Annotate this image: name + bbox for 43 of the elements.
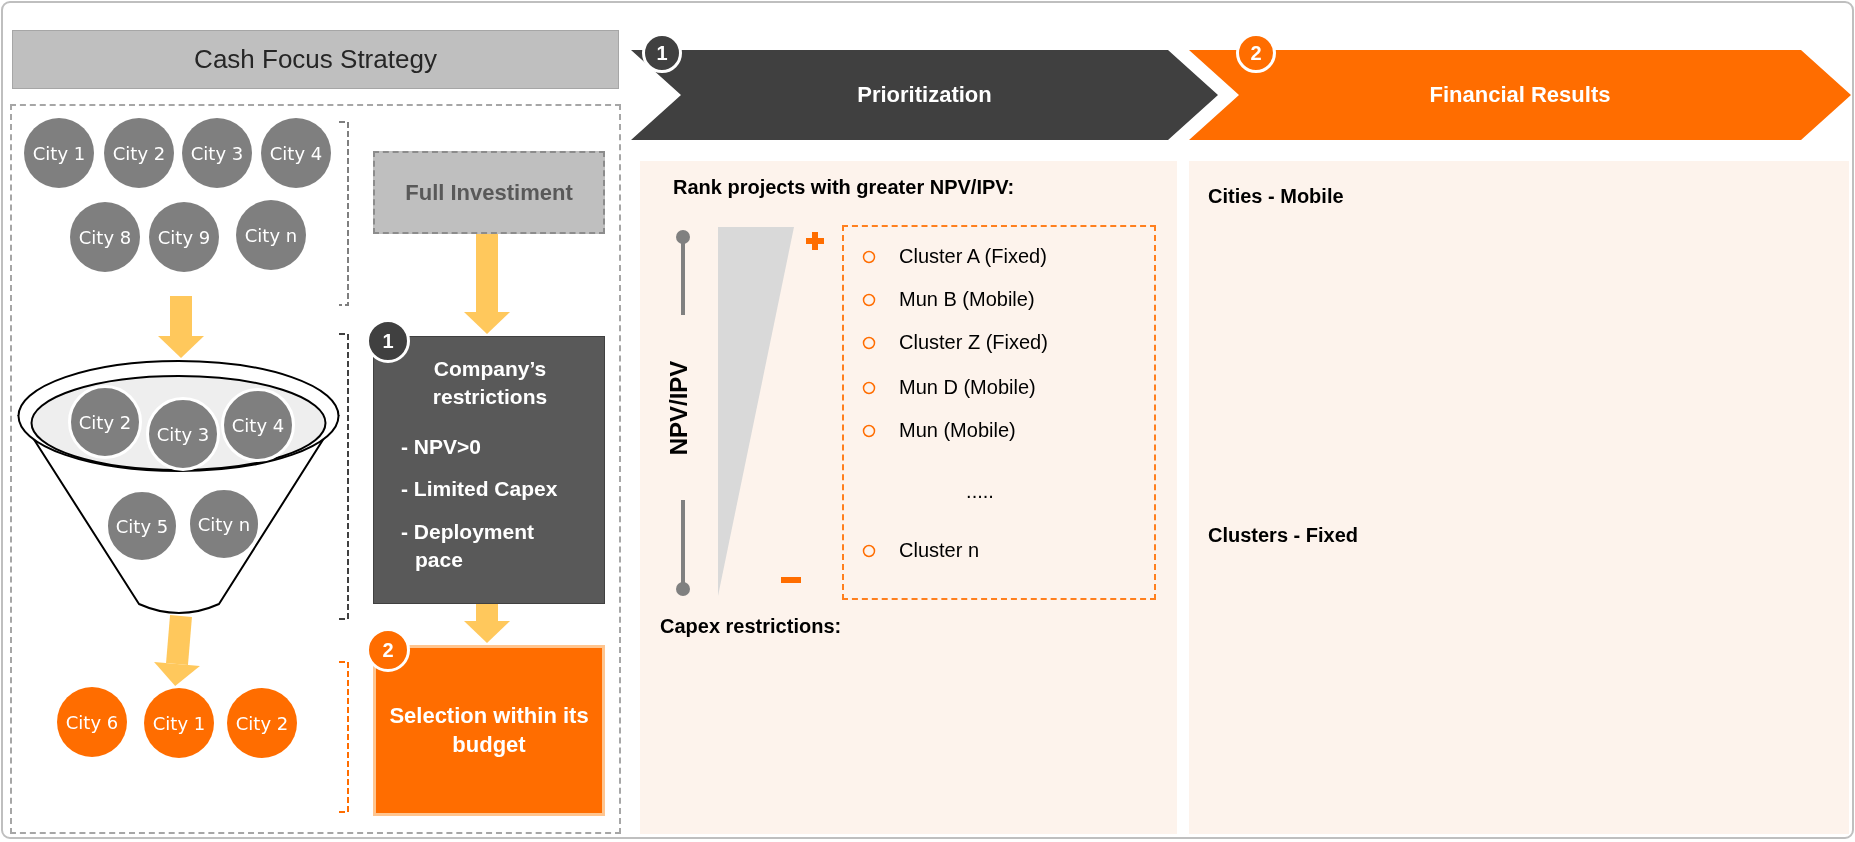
city-circle: City 1 <box>144 688 214 758</box>
city-circle: City 2 <box>227 688 297 758</box>
ellipsis-text: ..... <box>965 480 995 504</box>
panel-heading: Capex restrictions: <box>660 615 843 638</box>
stage-title: Financial Results <box>1428 82 1612 108</box>
step-number-badge: 2 <box>1236 33 1276 73</box>
list-item: Mun B (Mobile) <box>899 288 1036 311</box>
list-item: Cluster Z (Fixed) <box>899 331 1049 354</box>
restriction-text: - NPV>0 <box>401 434 482 460</box>
city-circle: City 9 <box>149 202 219 272</box>
list-item: Cluster n <box>899 539 981 562</box>
axis-label: NPV/IPV <box>665 359 693 458</box>
restriction-text: Company’s restrictions <box>431 356 549 411</box>
city-circle: City 1 <box>24 118 94 188</box>
list-item: Cluster A (Fixed) <box>899 245 1048 268</box>
city-circle: City n <box>236 200 306 270</box>
block-arrow <box>464 232 510 334</box>
city-circle: City 8 <box>70 202 140 272</box>
block-arrow <box>154 615 200 686</box>
city-circle: City 2 <box>104 118 174 188</box>
city-circle: City 3 <box>182 118 252 188</box>
title-banner: Cash Focus Strategy <box>12 30 619 89</box>
panel-heading: Rank projects with greater NPV/IPV: <box>673 176 1016 199</box>
content-panel <box>1189 161 1849 834</box>
restriction-text: - Deployment pace <box>401 519 535 574</box>
step-number-badge: 2 <box>366 628 410 672</box>
list-item: Mun (Mobile) <box>899 419 1017 442</box>
content-panel <box>640 161 1177 834</box>
panel-heading: Clusters - Fixed <box>1208 524 1360 547</box>
block-arrow <box>464 602 510 643</box>
restriction-text: - Limited Capex <box>401 476 559 502</box>
dashed-panel <box>10 104 621 834</box>
stage-title: Prioritization <box>856 82 993 108</box>
city-circle: City 4 <box>261 118 331 188</box>
ranked-list-box <box>842 225 1156 600</box>
block-arrow <box>158 296 204 358</box>
step-number-badge: 1 <box>366 319 410 363</box>
list-item: Mun D (Mobile) <box>899 376 1037 399</box>
panel-heading: Cities - Mobile <box>1208 185 1345 208</box>
city-circle: City 6 <box>57 687 127 757</box>
investment-box: Full Investiment <box>373 151 605 234</box>
step-number-badge: 1 <box>642 33 682 73</box>
restriction-box <box>373 336 605 604</box>
